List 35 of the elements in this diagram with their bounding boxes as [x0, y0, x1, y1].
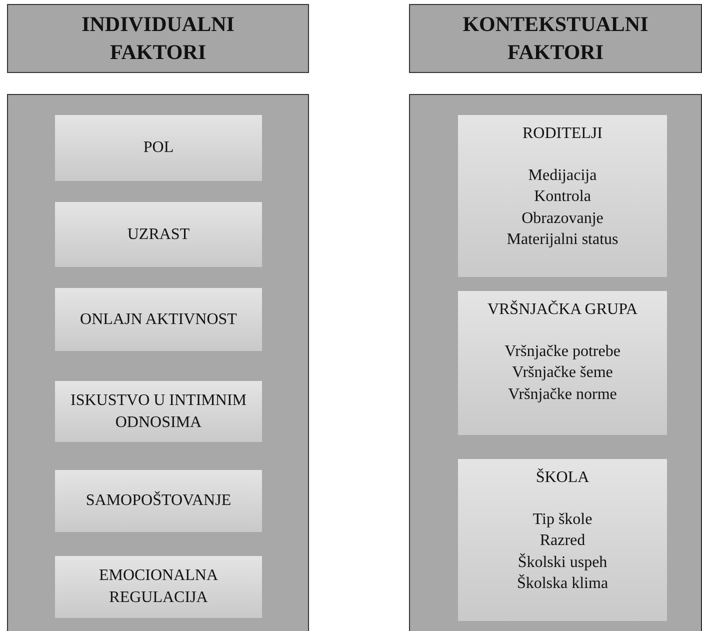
group-panel [7, 94, 309, 631]
factor-item: Tip škole [532, 510, 594, 530]
factor-item: Školska klima [516, 573, 610, 594]
factor-box [55, 202, 262, 267]
header-title: INDIVIDUALNI FAKTORI [80, 11, 236, 66]
factor-box [458, 459, 667, 621]
header-box [7, 4, 309, 73]
factor-title: POL [142, 138, 175, 158]
factor-title: EMOCIONALNA REGULACIJA [98, 566, 220, 608]
factor-box [55, 288, 262, 351]
factor-title: ONLAJN AKTIVNOST [79, 310, 238, 330]
factor-title: SAMOPOŠTOVANJE [84, 490, 232, 512]
factor-item: Vršnjačke potrebe [504, 342, 622, 362]
factor-item: Vršnjačke norme [507, 384, 618, 405]
factor-item: Materijalni status [506, 230, 620, 250]
factor-box [458, 115, 667, 277]
factor-box [55, 381, 262, 442]
factor-item: Razred [538, 531, 586, 552]
factor-box [55, 470, 262, 532]
factor-item: Medijacija [527, 166, 598, 186]
factor-title: VRŠNJAČKA GRUPA [486, 299, 639, 320]
factor-item: Vršnjačke šeme [511, 363, 614, 384]
group-panel [409, 94, 702, 631]
factor-box [55, 115, 262, 181]
factor-title: UZRAST [126, 224, 191, 245]
factor-title: ISKUSTVO U INTIMNIM ODNOSIMA [70, 390, 248, 432]
factor-item: Kontrola [533, 187, 592, 208]
factor-title: ŠKOLA [534, 467, 590, 488]
factor-item: Obrazovanje [520, 208, 604, 229]
header-title: KONTEKSTUALNI FAKTORI [462, 11, 650, 66]
header-box [409, 4, 702, 73]
factor-box [55, 556, 262, 618]
factor-title: RODITELJI [522, 124, 604, 144]
factor-box [458, 291, 667, 435]
factor-item: Školski uspeh [516, 552, 608, 573]
